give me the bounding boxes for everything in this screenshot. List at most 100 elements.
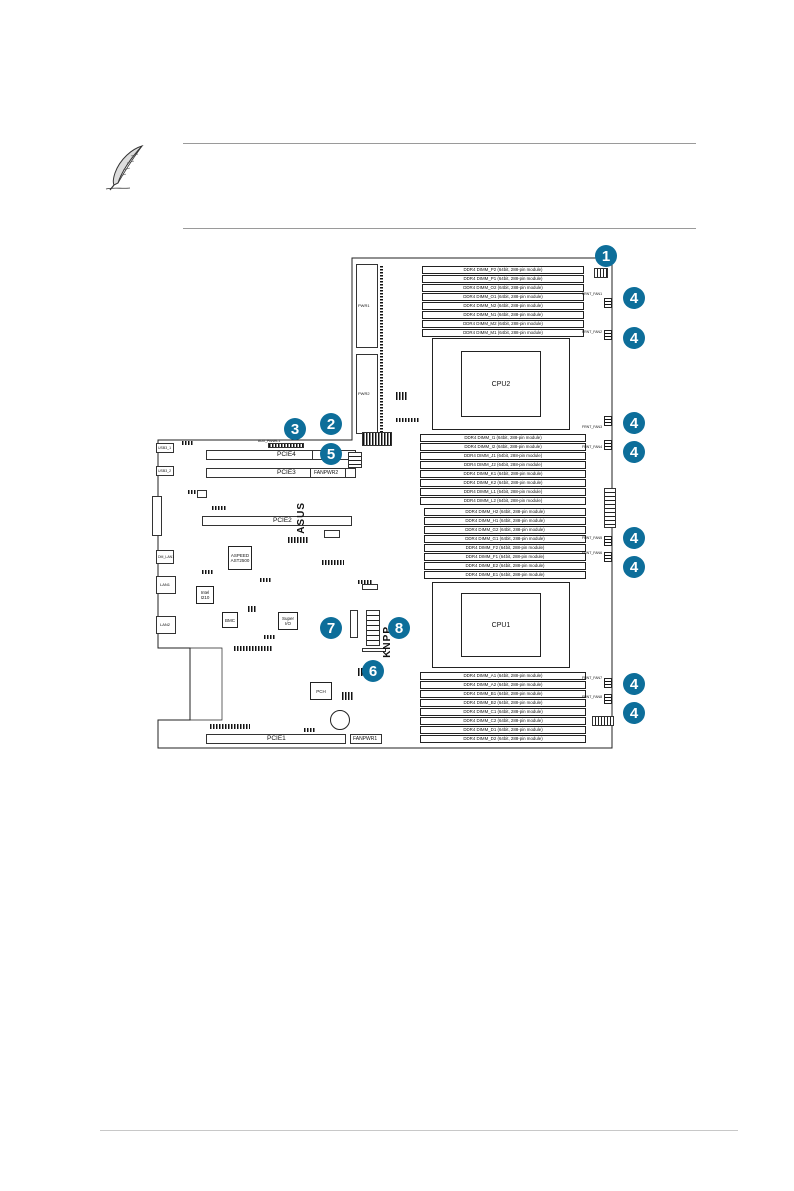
dimm-slot: DDR4 DIMM_G2 (64bit, 288-pin module) (424, 526, 586, 534)
pin-header (260, 578, 272, 582)
superio-chip: Super I/O (278, 612, 298, 630)
dimm-slot: DDR4 DIMM_I1 (64bit, 288-pin module) (420, 434, 586, 442)
pin-header (212, 506, 226, 510)
vga-port (152, 496, 162, 536)
cpu2-socket: CPU2 (432, 338, 570, 430)
callout-6: 6 (362, 660, 384, 682)
battery (330, 710, 350, 730)
note-top-rule (183, 143, 696, 144)
callout-5: 5 (320, 443, 342, 465)
usb3-port-top: USB3_1 (156, 443, 174, 453)
fan-header (604, 440, 612, 450)
callout-2: 2 (320, 413, 342, 435)
note-bottom-rule (183, 228, 696, 229)
callout-4: 4 (623, 527, 645, 549)
dimm-slot: DDR4 DIMM_C1 (64bit, 288-pin module) (420, 708, 586, 716)
fan-header (604, 678, 612, 688)
pcie-label: PCIE1 (267, 735, 286, 742)
asus-logo: ASUS (296, 502, 307, 534)
pcie-label: PCIE4 (277, 451, 296, 458)
fan-label: FRNT_FAN3 (582, 425, 603, 429)
callout-7: 7 (320, 617, 342, 639)
callout-3: 3 (284, 418, 306, 440)
pin-header (210, 724, 250, 729)
usb3-header (362, 648, 386, 652)
dimm-slot: DDR4 DIMM_M1 (64bit, 288-pin module) (422, 329, 584, 337)
pin-header (304, 728, 316, 732)
aspeed-chip: ASPEED AST2500 (228, 546, 252, 570)
front-panel-header (362, 432, 392, 446)
cpu2-chip: CPU2 (461, 351, 541, 417)
pin-header (358, 580, 372, 584)
pwr-pin-row (380, 266, 383, 432)
bmc-chip: BMC (222, 612, 238, 628)
pin-header (288, 537, 308, 543)
fan-header (604, 694, 612, 704)
dimm-slot: DDR4 DIMM_F2 (64bit, 288-pin module) (424, 544, 586, 552)
dimm-slot: DDR4 DIMM_E2 (64bit, 288-pin module) (424, 562, 586, 570)
pwr-label: PWR1 (358, 303, 370, 308)
cpu-power-connector (594, 268, 608, 278)
i210-chip: Intel I210 (196, 586, 214, 604)
pin-header (342, 692, 354, 700)
fan-header (604, 536, 612, 546)
callout-4: 4 (623, 673, 645, 695)
dimm-slot: DDR4 DIMM_O1 (64bit, 288-pin module) (422, 293, 584, 301)
pin-header (264, 635, 276, 639)
dimm-slot: DDR4 DIMM_L1 (64bit, 288-pin module) (420, 488, 586, 496)
pin-header (396, 418, 420, 422)
dimm-slot: DDR4 DIMM_C2 (64bit, 288-pin module) (420, 717, 586, 725)
fan-label: FRNT_FAN6 (582, 551, 603, 555)
dimm-slot: DDR4 DIMM_H1 (64bit, 288-pin module) (424, 517, 586, 525)
dimm-slot: DDR4 DIMM_D2 (64bit, 288-pin module) (420, 735, 586, 743)
fan-header (604, 298, 612, 308)
dimm-slot: DDR4 DIMM_M2 (64bit, 288-pin module) (422, 320, 584, 328)
pin-header (248, 606, 256, 612)
usb3-port-bottom: USB3_2 (156, 466, 174, 476)
dimm-slot: DDR4 DIMM_P2 (64bit, 288-pin module) (422, 266, 584, 274)
lan1-port: LAN1 (156, 576, 176, 594)
port-label: DM_LAN1 (158, 555, 175, 559)
fan-label: FRNT_FAN2 (582, 330, 603, 334)
fanpwr-label: FANPWR2 (314, 470, 339, 476)
callout-4: 4 (623, 441, 645, 463)
dm-lan-port: DM_LAN1 (156, 550, 174, 564)
pin-header (188, 490, 200, 494)
dimm-slot: DDR4 DIMM_B2 (64bit, 288-pin module) (420, 699, 586, 707)
ssi-power-connector (348, 452, 362, 468)
pwr-connector-bottom: PWR2 (356, 354, 378, 434)
pcie-label: PCIE2 (273, 517, 292, 524)
pcie2-slot: PCIE2 (202, 516, 352, 526)
lan2-port: LAN2 (156, 616, 176, 634)
dimm-slot: DDR4 DIMM_A1 (64bit, 288-pin module) (420, 672, 586, 680)
dimm-slot: DDR4 DIMM_O2 (64bit, 288-pin module) (422, 284, 584, 292)
fanpwr-label: FANPWR1 (353, 736, 378, 742)
dimm-slot: DDR4 DIMM_E1 (64bit, 288-pin module) (424, 571, 586, 579)
pin-header (322, 560, 344, 565)
dimm-slot: DDR4 DIMM_K1 (64bit, 288-pin module) (420, 470, 586, 478)
fan-label: FRNT_FAN8 (582, 695, 603, 699)
dimm-slot: DDR4 DIMM_J1 (64bit, 288-pin module) (420, 452, 586, 460)
dimm-slot: DDR4 DIMM_J2 (64bit, 288-pin module) (420, 461, 586, 469)
callout-4: 4 (623, 327, 645, 349)
pin-header (358, 668, 364, 676)
fan-label: FRNT_FAN4 (582, 445, 603, 449)
dimm-slot: DDR4 DIMM_H2 (64bit, 288-pin module) (424, 508, 586, 516)
feather-pen-icon (104, 143, 148, 193)
callout-8: 8 (388, 617, 410, 639)
pcie3-slot: PCIE3 (206, 468, 356, 478)
fan-label: FRNT_FAN7 (582, 676, 603, 680)
port-label: LAN1 (160, 582, 171, 587)
slimsas-connector (350, 610, 358, 638)
dimm-slot: DDR4 DIMM_A2 (64bit, 288-pin module) (420, 681, 586, 689)
pcie1-slot: PCIE1 (206, 734, 346, 744)
pin-header (396, 392, 408, 400)
pch-chip: PCH (310, 682, 332, 700)
callout-4: 4 (623, 412, 645, 434)
pwr-label: PWR2 (358, 391, 370, 396)
fan-label: FRNT_FAN5 (582, 536, 603, 540)
callout-4: 4 (623, 556, 645, 578)
dimm-slot: DDR4 DIMM_K2 (64bit, 288-pin module) (420, 479, 586, 487)
pcie-label: PCIE3 (277, 469, 296, 476)
dimm-slot: DDR4 DIMM_G1 (64bit, 288-pin module) (424, 535, 586, 543)
